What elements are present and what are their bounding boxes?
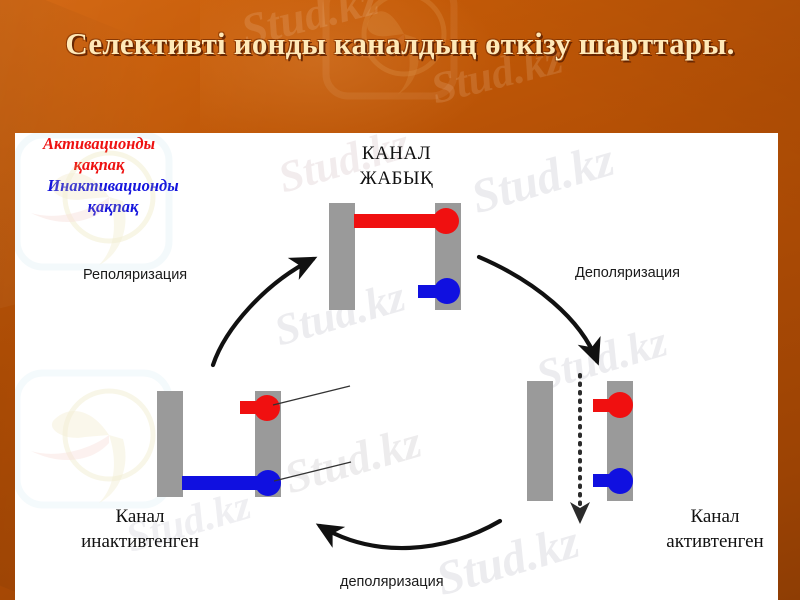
inactivation-gate-knob-bl — [255, 470, 281, 496]
activation-gate-red-bl — [240, 401, 268, 414]
activation-gate-red-top — [354, 214, 445, 228]
membrane-bar-left-br — [527, 381, 553, 501]
label-channel-inactivated-line-1: Канал — [115, 506, 165, 527]
channel-inactivated-graphic — [157, 385, 352, 497]
bottom-depolarization-arrow — [315, 518, 503, 551]
membrane-bar-left-bl — [157, 391, 183, 497]
label-activation-gate-line-2: қақпақ — [73, 155, 125, 175]
leader-line-activation — [272, 385, 351, 406]
membrane-bar-left-top — [329, 203, 355, 310]
inactivation-gate-blue-br — [593, 474, 621, 487]
channel-activated-graphic — [527, 373, 633, 524]
membrane-bar-right-top — [435, 203, 461, 310]
label-inactivation-gate: Инактивационды қақпақ — [15, 175, 211, 217]
label-depolarization-bottom: деполяризация — [340, 574, 444, 590]
label-activation-gate-line-1: Активационды — [42, 134, 156, 153]
page-title: Селективті ионды каналдың өткізу шарттар… — [40, 22, 760, 65]
label-channel-closed-line-2: ЖАБЫҚ — [359, 167, 434, 189]
watermark-text-6: Stud.kz — [430, 514, 585, 600]
label-repolarization: Реполяризация — [83, 267, 188, 283]
label-inactivation-gate-line-2: қақпақ — [87, 197, 139, 217]
label-depolarization: Деполяризация — [575, 265, 680, 281]
label-activation-gate: Активационды қақпақ — [15, 133, 183, 175]
label-channel-closed-line-1: КАНАЛ — [361, 143, 432, 164]
label-channel-activated: Канал активтенген — [635, 505, 778, 554]
membrane-bar-right-bl — [255, 391, 281, 497]
channel-closed-graphic — [329, 203, 461, 310]
page-title-line-2: шарттары. — [578, 26, 735, 61]
inactivation-gate-knob-top — [434, 278, 460, 304]
activation-gate-knob-br — [607, 392, 633, 418]
label-channel-inactivated-line-2: инактивтенген — [81, 530, 199, 552]
leader-line-inactivation — [273, 461, 352, 482]
page-title-line-1: Селективті ионды каналдың өткізу — [65, 26, 571, 61]
content-panel: Stud.kz Stud.kz Stud.kz Stud.kz Stud.kz … — [15, 133, 778, 600]
activation-gate-knob-bl — [254, 395, 280, 421]
membrane-bar-right-br — [607, 381, 633, 501]
label-channel-activated-line-2: активтенген — [666, 530, 764, 552]
activation-gate-red-br — [593, 399, 621, 412]
watermark-text-3: Stud.kz — [268, 271, 411, 356]
label-channel-closed: КАНАЛ ЖАБЫҚ — [15, 142, 778, 191]
inactivation-gate-blue-bl — [182, 476, 267, 490]
watermark-text-5: Stud.kz — [278, 415, 427, 504]
repolarization-arrow — [210, 256, 318, 368]
watermark-text-4: Stud.kz — [530, 316, 673, 401]
label-inactivation-gate-line-1: Инактивационды — [47, 176, 179, 196]
inactivation-gate-knob-br — [607, 468, 633, 494]
activation-gate-knob-top — [433, 208, 459, 234]
label-channel-inactivated: Канал инактивтенген — [25, 505, 255, 554]
inactivation-gate-blue-top — [418, 285, 448, 298]
label-channel-activated-line-1: Канал — [690, 506, 740, 527]
